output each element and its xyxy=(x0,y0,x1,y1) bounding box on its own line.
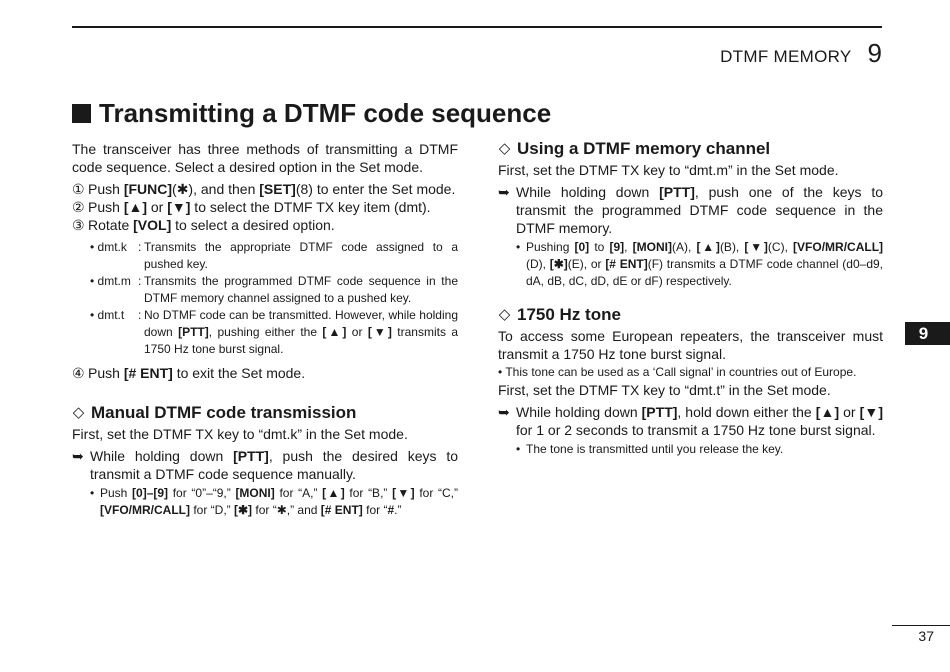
step-text: Push [# ENT] to exit the Set mode. xyxy=(88,365,306,381)
chapter-tab: 9 xyxy=(905,322,950,345)
tone-intro: To access some European repeaters, the t… xyxy=(498,328,883,362)
tone-first-instruction: First, set the DTMF TX key to “dmt.t” in… xyxy=(498,382,831,398)
step-number: ③ xyxy=(72,217,85,233)
right-column: ◇ Using a DTMF memory channel First, set… xyxy=(498,140,883,458)
step-2: ② Push [▲] or [▼] to select the DTMF TX … xyxy=(72,198,458,216)
step-number: ① xyxy=(72,181,85,197)
right-arrow-icon: ➥ xyxy=(498,404,510,420)
top-rule xyxy=(72,26,882,28)
memory-channel-heading: ◇ Using a DTMF memory channel xyxy=(498,139,771,158)
right-arrow-icon: ➥ xyxy=(498,184,510,200)
page-title-text: Transmitting a DTMF code sequence xyxy=(99,98,552,128)
page-title: Transmitting a DTMF code sequence xyxy=(72,98,551,129)
tone-release-note: • The tone is transmitted until you rele… xyxy=(516,442,784,456)
section-name: DTMF MEMORY xyxy=(720,47,852,66)
diamond-outline-icon: ◇ xyxy=(72,404,85,421)
page-number: 37 xyxy=(918,628,934,644)
step-3: ③ Rotate [VOL] to select a desired optio… xyxy=(72,216,458,234)
manual-transmission-heading: ◇ Manual DTMF code transmission xyxy=(72,403,357,422)
definition-dmt-m: • dmt.m: Transmits the programmed DTMF c… xyxy=(90,274,458,305)
filled-square-icon xyxy=(72,104,91,123)
bottom-rule xyxy=(892,625,950,626)
manual-action: ➥ While holding down [PTT], push the des… xyxy=(72,448,458,482)
manual-first-instruction: First, set the DTMF TX key to “dmt.k” in… xyxy=(72,426,408,442)
section-header: DTMF MEMORY 9 xyxy=(720,38,882,69)
left-column: The transceiver has three methods of tra… xyxy=(72,140,458,519)
tone-action: ➥ While holding down [PTT], hold down ei… xyxy=(498,404,883,438)
tone-call-signal-note: • This tone can be used as a ‘Call signa… xyxy=(498,365,857,379)
memory-first-instruction: First, set the DTMF TX key to “dmt.m” in… xyxy=(498,162,839,178)
option-definitions: • dmt.k: Transmits the appropriate DTMF … xyxy=(90,239,458,358)
right-arrow-icon: ➥ xyxy=(72,448,84,464)
step-4: ④ Push [# ENT] to exit the Set mode. xyxy=(72,364,458,382)
section-number: 9 xyxy=(867,38,882,68)
tone-heading: ◇ 1750 Hz tone xyxy=(498,305,621,324)
memory-key-note: • Pushing [0] to [9], [MONI](A), [▲](B),… xyxy=(516,240,884,288)
diamond-outline-icon: ◇ xyxy=(498,140,511,157)
diamond-outline-icon: ◇ xyxy=(498,306,511,323)
step-number: ④ xyxy=(72,365,85,381)
memory-action: ➥ While holding down [PTT], push one of … xyxy=(498,184,883,236)
step-number: ② xyxy=(72,199,85,215)
intro-paragraph: The transceiver has three methods of tra… xyxy=(72,141,458,175)
step-text: Push [FUNC](✱), and then [SET](8) to ent… xyxy=(88,181,456,197)
step-1: ① Push [FUNC](✱), and then [SET](8) to e… xyxy=(72,180,458,198)
manual-key-note: • Push [0]–[9] for “0”–“9,” [MONI] for “… xyxy=(90,486,458,517)
step-text: Push [▲] or [▼] to select the DTMF TX ke… xyxy=(88,199,431,215)
definition-dmt-t: • dmt.t: No DTMF code can be transmitted… xyxy=(90,308,459,356)
definition-dmt-k: • dmt.k: Transmits the appropriate DTMF … xyxy=(90,240,458,271)
step-text: Rotate [VOL] to select a desired option. xyxy=(88,217,335,233)
